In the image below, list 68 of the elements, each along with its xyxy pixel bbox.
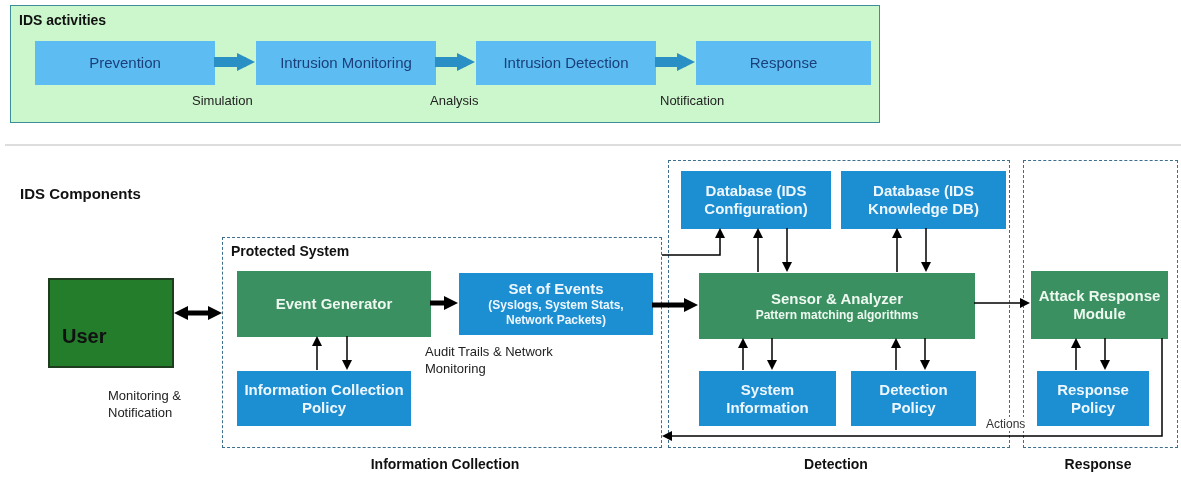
arrow xyxy=(312,336,322,371)
process-box xyxy=(699,273,975,339)
process-box xyxy=(476,41,656,85)
arrow xyxy=(174,306,222,320)
box-title: Information Collection Policy xyxy=(243,380,405,417)
group-heading: Response xyxy=(1063,456,1133,472)
policy-box xyxy=(1037,371,1149,426)
box-title: Detection Policy xyxy=(878,380,949,417)
arrow xyxy=(892,228,902,273)
box-title: Attack Response Module xyxy=(1037,287,1162,323)
database-box xyxy=(841,171,1006,229)
arrow xyxy=(738,338,748,371)
chevron-arrow xyxy=(435,53,475,71)
box-title: Set of Events xyxy=(508,280,604,298)
arrow xyxy=(1071,338,1081,371)
arrow xyxy=(342,335,352,370)
group-heading: Protected System xyxy=(231,243,350,259)
box-title: Database (IDS Configuration) xyxy=(703,182,809,218)
process-box xyxy=(696,41,871,85)
box-title: Event Generator xyxy=(275,295,393,313)
group-heading: IDS activities xyxy=(19,12,107,28)
box-title: User xyxy=(62,324,107,348)
arrow xyxy=(782,227,792,272)
arrow xyxy=(753,228,763,273)
box-title: Database (IDS Knowledge DB) xyxy=(867,182,980,218)
step-label: Analysis xyxy=(430,93,479,108)
database-box xyxy=(681,171,831,229)
arrow xyxy=(920,337,930,370)
box-title: Intrusion Detection xyxy=(503,54,629,72)
box-title: System Information xyxy=(725,380,810,417)
box-title: Intrusion Monitoring xyxy=(280,54,412,72)
process-box xyxy=(256,41,436,85)
step-label: Simulation xyxy=(192,93,253,108)
process-box xyxy=(237,271,431,337)
group-heading: Information Collection xyxy=(369,456,521,472)
box-title: Prevention xyxy=(89,54,161,72)
box-title: Response Policy xyxy=(1056,380,1130,417)
step-label: Notification xyxy=(660,93,725,108)
annotation-text: Audit Trails & Network Monitoring xyxy=(425,343,554,377)
section-heading: IDS Components xyxy=(20,185,141,202)
actor-box xyxy=(48,278,174,368)
group-heading: Detection xyxy=(803,456,869,472)
group-boundary xyxy=(1023,160,1178,448)
arrow xyxy=(1100,337,1110,370)
annotation-text: Monitoring & Notification xyxy=(108,387,182,421)
info-box xyxy=(699,371,836,426)
box-title: Response xyxy=(749,54,818,72)
box-title: Sensor & Analyzer xyxy=(771,289,903,308)
arrow xyxy=(921,227,931,272)
policy-box xyxy=(851,371,976,426)
group-boundary xyxy=(222,237,662,448)
arrow xyxy=(652,298,698,312)
arrow xyxy=(973,298,1030,308)
activities-panel xyxy=(10,5,880,123)
arrow xyxy=(891,338,901,371)
edge-label: Actions xyxy=(985,417,1027,431)
arrow xyxy=(430,296,458,310)
arrow xyxy=(662,337,1163,441)
box-subtitle: (Syslogs, System Stats, Network Packets) xyxy=(487,298,625,328)
arrow xyxy=(767,337,777,370)
process-box xyxy=(1031,271,1168,339)
arrow xyxy=(661,228,725,256)
box-subtitle: Pattern matching algorithms xyxy=(755,307,919,323)
process-box xyxy=(35,41,215,85)
chevron-arrow xyxy=(655,53,695,71)
chevron-arrow xyxy=(214,53,255,71)
process-box xyxy=(459,273,653,335)
policy-box xyxy=(237,371,411,426)
